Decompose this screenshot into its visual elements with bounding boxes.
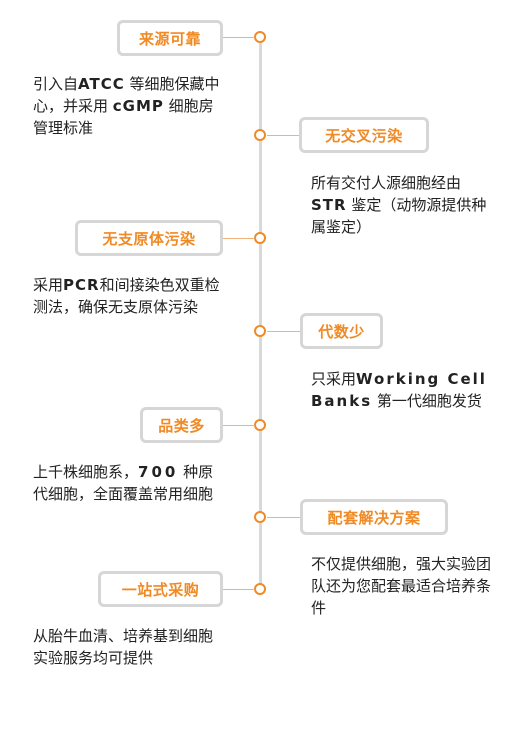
- connector-7: [223, 589, 255, 590]
- feature-tag-one-stop: 一站式采购: [98, 571, 223, 607]
- connector-6: [267, 517, 300, 518]
- feature-tag-low-passage: 代数少: [300, 313, 383, 349]
- timeline-node-1: [254, 31, 266, 43]
- timeline-node-3: [254, 232, 266, 244]
- feature-tag-no-mycoplasma: 无支原体污染: [75, 220, 223, 256]
- feature-desc-low-passage: 只采用Working Cell Banks 第一代细胞发货: [311, 370, 487, 410]
- feature-desc-no-mycoplasma: 采用PCR和间接染色双重检测法，确保无支原体污染: [33, 276, 220, 316]
- timeline-node-7: [254, 583, 266, 595]
- feature-desc-one-stop: 从胎牛血清、培养基到细胞实验服务均可提供: [33, 627, 214, 667]
- feature-tag-no-cross-contamination: 无交叉污染: [299, 117, 429, 153]
- connector-2: [267, 135, 299, 136]
- feature-tag-source: 来源可靠: [117, 20, 223, 56]
- feature-desc-solutions: 不仅提供细胞，强大实验团队还为您配套最适合培养条件: [311, 555, 492, 617]
- timeline-node-5: [254, 419, 266, 431]
- timeline-node-4: [254, 325, 266, 337]
- connector-5: [223, 425, 255, 426]
- connector-4: [267, 331, 300, 332]
- feature-tag-variety: 品类多: [140, 407, 223, 443]
- feature-tag-solutions: 配套解决方案: [300, 499, 448, 535]
- timeline-line: [259, 36, 262, 592]
- feature-desc-variety: 上千株细胞系，700 种原代细胞，全面覆盖常用细胞: [33, 463, 214, 503]
- connector-3: [223, 238, 255, 239]
- timeline-node-2: [254, 129, 266, 141]
- feature-desc-no-cross-contamination: 所有交付人源细胞经由 STR 鉴定（动物源提供种属鉴定）: [311, 174, 487, 236]
- feature-desc-source: 引入自ATCC 等细胞保藏中心，并采用 cGMP 细胞房管理标准: [33, 75, 220, 137]
- timeline-node-6: [254, 511, 266, 523]
- connector-1: [223, 37, 255, 38]
